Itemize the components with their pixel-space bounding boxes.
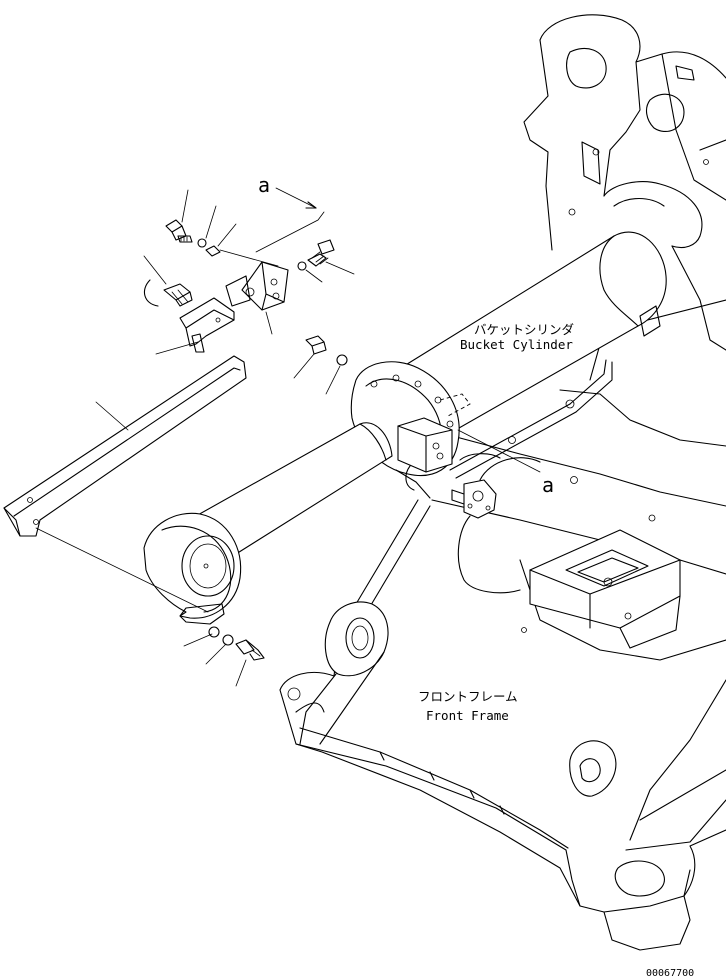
proximity-sensor-assembly — [451, 457, 541, 594]
washer-3 — [336, 354, 348, 366]
drawing-number: 00067700 — [646, 968, 694, 979]
view-marker-side: a — [542, 473, 554, 497]
leader-lines — [35, 187, 541, 687]
angle-mount — [179, 297, 235, 353]
proximity-switch — [143, 279, 193, 307]
front-frame-label-en: Front Frame — [426, 708, 509, 723]
front-frame — [279, 291, 726, 951]
view-marker-top: a — [258, 173, 270, 197]
bolt-1 — [165, 219, 193, 243]
bolt-3 — [305, 335, 327, 355]
front-frame-label-jp: フロントフレーム — [418, 689, 518, 704]
bucket-cylinder — [143, 231, 667, 625]
bucket-cylinder-label-en: Bucket Cylinder — [460, 337, 573, 352]
lock-plate — [205, 245, 221, 257]
washer-2 — [297, 261, 307, 271]
cover-plate — [3, 355, 247, 537]
sensor-bracket — [225, 261, 289, 311]
exploded-hardware — [3, 219, 348, 661]
washer-5 — [222, 634, 234, 646]
bucket-cylinder-label-jp: バケットシリンダ — [474, 322, 574, 337]
washer-4 — [208, 626, 220, 638]
bolt-2 — [307, 239, 335, 267]
link-rod — [299, 499, 431, 745]
bolt-4 — [235, 639, 265, 661]
loader-arm — [523, 14, 726, 351]
washer-1 — [197, 238, 207, 248]
